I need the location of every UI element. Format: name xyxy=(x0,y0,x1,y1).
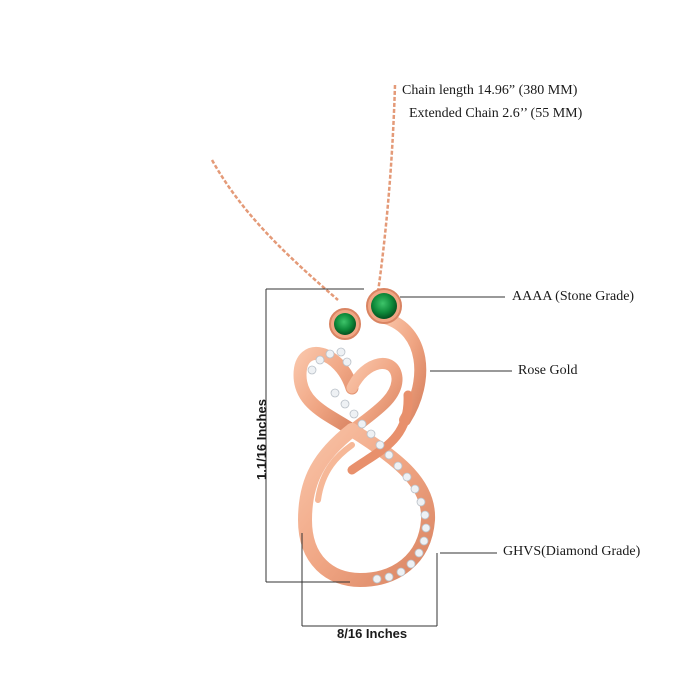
dimension-lines xyxy=(265,288,512,627)
extended-chain-label: Extended Chain 2.6’’ (55 MM) xyxy=(409,106,583,121)
chain-length-label: Chain length 14.96” (380 MM) xyxy=(402,83,578,98)
emerald-stones xyxy=(329,288,402,340)
diamond-grade-label: GHVS(Diamond Grade) xyxy=(503,544,641,559)
diamond-pave xyxy=(307,347,431,584)
pendant-body xyxy=(293,347,436,588)
width-dimension-label: 8/16 Inches xyxy=(337,626,408,641)
chain xyxy=(210,84,397,301)
stone-grade-label: AAAA (Stone Grade) xyxy=(512,289,635,304)
height-dimension-label: 1.1/16 Inches xyxy=(254,399,269,480)
metal-label: Rose Gold xyxy=(518,363,578,378)
